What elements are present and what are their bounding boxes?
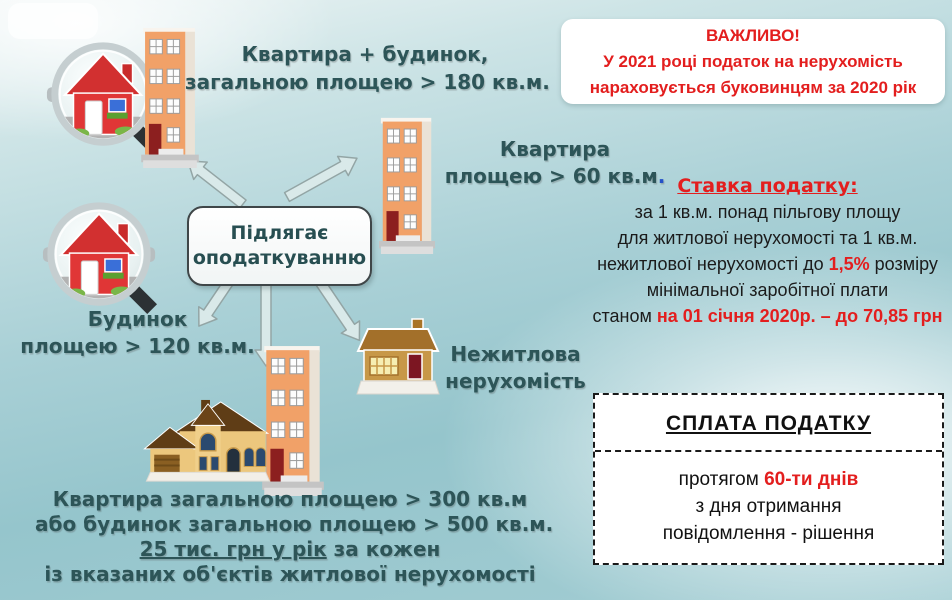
label-line: нерухомість [445,369,586,393]
tax-percent-value: 1,5% [828,254,870,274]
tax-rate-title: Ставка податку: [677,175,858,197]
central-box-line: Підлягає [230,222,329,244]
label-line: Будинок [87,307,188,331]
small-house-icon [356,318,440,395]
large-residence-note: Квартира загальною площею > 300 кв.м або… [35,487,554,587]
payment-line: з дня отримання [695,496,842,517]
payment-line: протягом 60-ти днів [678,469,859,490]
central-subject-box: Підлягає оподаткуванню [187,206,372,286]
mansion-house-icon [143,398,271,483]
blue-period: . [657,164,666,188]
note-line: або будинок загальною площею > 500 кв.м. [35,512,554,536]
label-nonresidential: Нежитлова нерухомість [443,341,588,395]
label-line: Нежитлова [450,342,581,366]
payment-title: СПЛАТА ПОДАТКУ [665,412,872,435]
corner-decor [8,3,98,39]
label-apartment: Квартира площею > 60 кв.м. [440,136,670,190]
important-title: ВАЖЛИВО! [706,25,800,45]
note-line: Квартира загальною площею > 300 кв.м [52,487,528,511]
central-box-line: оподаткуванню [192,247,367,269]
label-line: площею > 120 кв.м. [20,334,255,358]
arrow-to-apartment [283,155,358,203]
tax-rate-line: нежитлової нерухомості до 1,5% розміру [597,254,938,274]
tax-rate-line: станом на 01 січня 2020р. – до 70,85 грн [592,306,943,326]
important-line: У 2021 році податок на нерухомість [603,51,903,71]
magnifier-house-icon [42,198,160,320]
payment-days-value: 60-ти днів [764,469,859,490]
tax-amount-value: на 01 січня 2020р. – до 70,85 грн [656,306,943,326]
note-line: із вказаних об'єктів житлової нерухомост… [44,562,536,586]
label-house: Будинок площею > 120 кв.м. [5,306,270,360]
payment-box-header: СПЛАТА ПОДАТКУ [595,395,942,452]
label-apartment-plus-house: Квартира + будинок, загальною площею > 1… [185,40,550,96]
tax-rate-line: за 1 кв.м. понад пільгову площу [634,202,901,222]
label-line: Квартира [499,137,611,161]
apartment-building-icon [379,116,435,254]
underlined-amount: 25 тис. грн у рік [139,537,327,561]
label-line: площею > 60 кв.м. [444,164,666,188]
important-notice-box: ВАЖЛИВО! У 2021 році податок на нерухомі… [561,19,945,104]
tax-rate-line: мінімальної заробітної плати [646,280,889,300]
note-line: 25 тис. грн у рік за кожен [139,537,441,561]
tax-rate-line: для житлової нерухомості та 1 кв.м. [617,228,918,248]
payment-line: повідомлення - рішення [662,523,875,544]
payment-box-body: протягом 60-ти днів з дня отримання пові… [595,452,942,563]
payment-box: СПЛАТА ПОДАТКУ протягом 60-ти днів з дня… [593,393,944,565]
label-line: Квартира + будинок, [241,42,489,66]
tax-rate-section: Ставка податку: за 1 кв.м. понад пільгов… [583,173,952,329]
important-line: нараховується буковинцям за 2020 рік [589,77,917,97]
label-line: загальною площею > 180 кв.м. [185,70,550,94]
